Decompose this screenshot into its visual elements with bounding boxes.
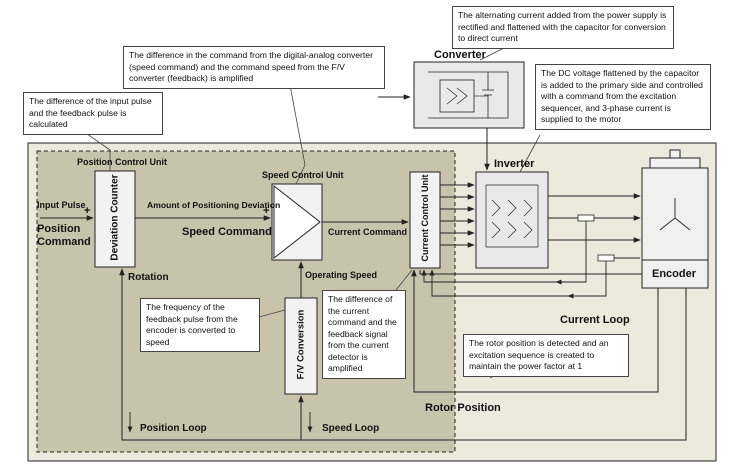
current-note: The difference of the current command an… bbox=[322, 290, 406, 379]
position-loop-label: Position Loop bbox=[140, 423, 207, 434]
speed-amp-note: The difference in the command from the d… bbox=[123, 46, 385, 89]
deviation-counter-label: Deviation Counter bbox=[109, 174, 121, 261]
positioning-deviation-label: Amount of Positioning Deviation bbox=[147, 200, 281, 210]
plus-input-sign: + bbox=[84, 205, 91, 217]
inverter-label: Inverter bbox=[494, 158, 535, 170]
fv-conversion-box bbox=[284, 297, 318, 395]
current-command-label: Current Command bbox=[328, 227, 408, 237]
deviation-counter-box bbox=[94, 170, 136, 268]
rotation-label: Rotation bbox=[128, 272, 169, 283]
plus-speed-sign: + bbox=[263, 205, 270, 217]
speed-loop-label: Speed Loop bbox=[322, 423, 380, 434]
input-pulse-label: Input Pulse bbox=[37, 200, 86, 210]
converter-label: Converter bbox=[434, 49, 486, 61]
position-command-label: Position Command bbox=[37, 223, 91, 248]
converter-box bbox=[413, 61, 525, 129]
pulse-diff-note: The difference of the input pulse and th… bbox=[23, 92, 163, 135]
speed-control-unit-label: Speed Control Unit bbox=[262, 170, 344, 180]
current-loop-label: Current Loop bbox=[560, 314, 630, 326]
converter-note: The alternating current added from the p… bbox=[452, 6, 674, 49]
rotor-note: The rotor position is detected and an ex… bbox=[463, 334, 629, 377]
rotor-position-label: Rotor Position bbox=[425, 402, 501, 414]
operating-speed-label: Operating Speed bbox=[305, 270, 378, 280]
position-control-unit-label: Position Control Unit bbox=[77, 157, 167, 167]
fv-conversion-label: F/V Conversion bbox=[295, 309, 307, 380]
speed-command-label: Speed Command bbox=[182, 226, 272, 238]
encoder-box bbox=[641, 259, 709, 289]
inverter-box bbox=[475, 171, 549, 269]
encoder-label: Encoder bbox=[652, 268, 697, 280]
speed-amplifier-triangle bbox=[273, 184, 321, 260]
inverter-note: The DC voltage flattened by the capacito… bbox=[535, 64, 711, 130]
current-control-box bbox=[409, 171, 441, 269]
fv-note: The frequency of the feedback pulse from… bbox=[140, 298, 260, 352]
current-control-unit-label: Current Control Unit bbox=[420, 174, 430, 262]
